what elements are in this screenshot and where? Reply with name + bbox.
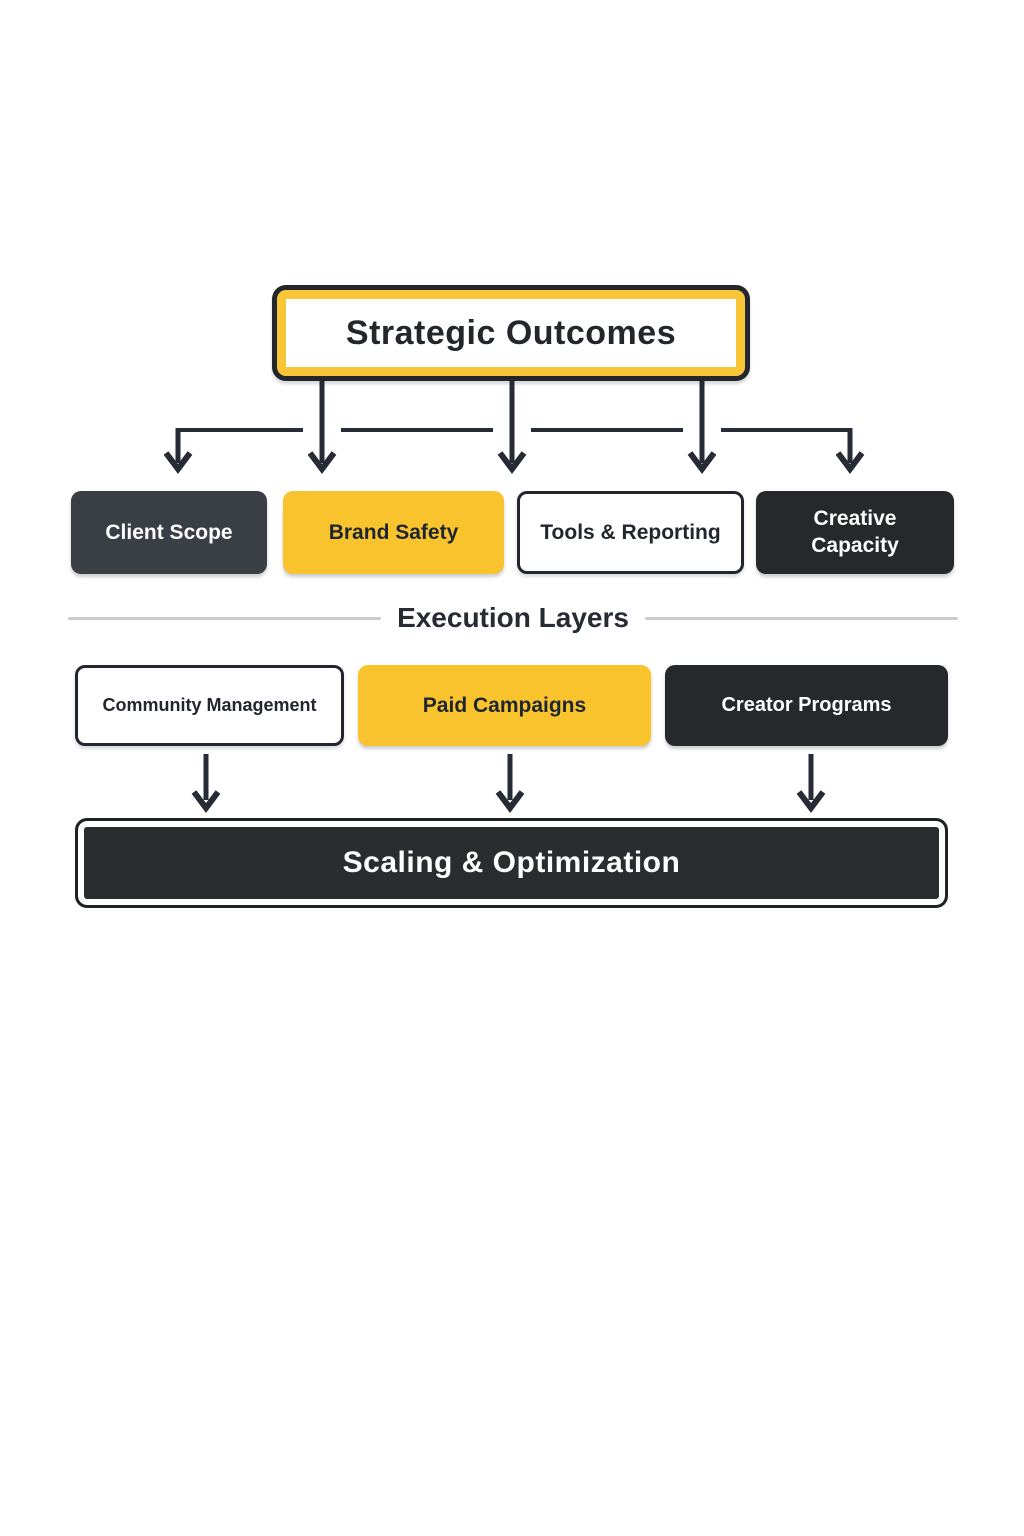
node-tools-reporting: Tools & Reporting <box>517 491 744 574</box>
node-scaling-optimization: Scaling & Optimization <box>75 818 948 908</box>
node-community-management: Community Management <box>75 665 344 746</box>
node-creative-capacity: Creative Capacity <box>756 491 954 574</box>
node-label: Creator Programs <box>721 694 892 716</box>
node-label: Client Scope <box>105 520 233 544</box>
section-divider: Execution Layers <box>68 600 958 636</box>
section-divider-label: Execution Layers <box>397 602 629 633</box>
node-paid-campaigns: Paid Campaigns <box>358 665 651 746</box>
arrow-down-icon <box>163 451 865 474</box>
arrows-top-to-layer1 <box>163 381 865 474</box>
node-creator-programs: Creator Programs <box>665 665 948 746</box>
node-label: Strategic Outcomes <box>345 313 677 352</box>
node-client-scope: Client Scope <box>71 491 267 574</box>
node-strategic-outcomes: Strategic Outcomes <box>272 285 750 381</box>
node-label: Creative Capacity <box>811 507 899 557</box>
arrow-down-icon <box>191 790 826 813</box>
node-brand-safety: Brand Safety <box>283 491 504 574</box>
node-label: Scaling & Optimization <box>342 846 681 879</box>
node-label: Brand Safety <box>328 520 459 544</box>
node-label: Community Management <box>102 695 317 715</box>
node-label: Tools & Reporting <box>540 520 721 544</box>
divider-line-right <box>644 616 958 620</box>
node-label: Paid Campaigns <box>422 693 587 717</box>
divider-line-left <box>68 616 382 620</box>
arrows-layer2-to-bottom <box>191 754 826 813</box>
